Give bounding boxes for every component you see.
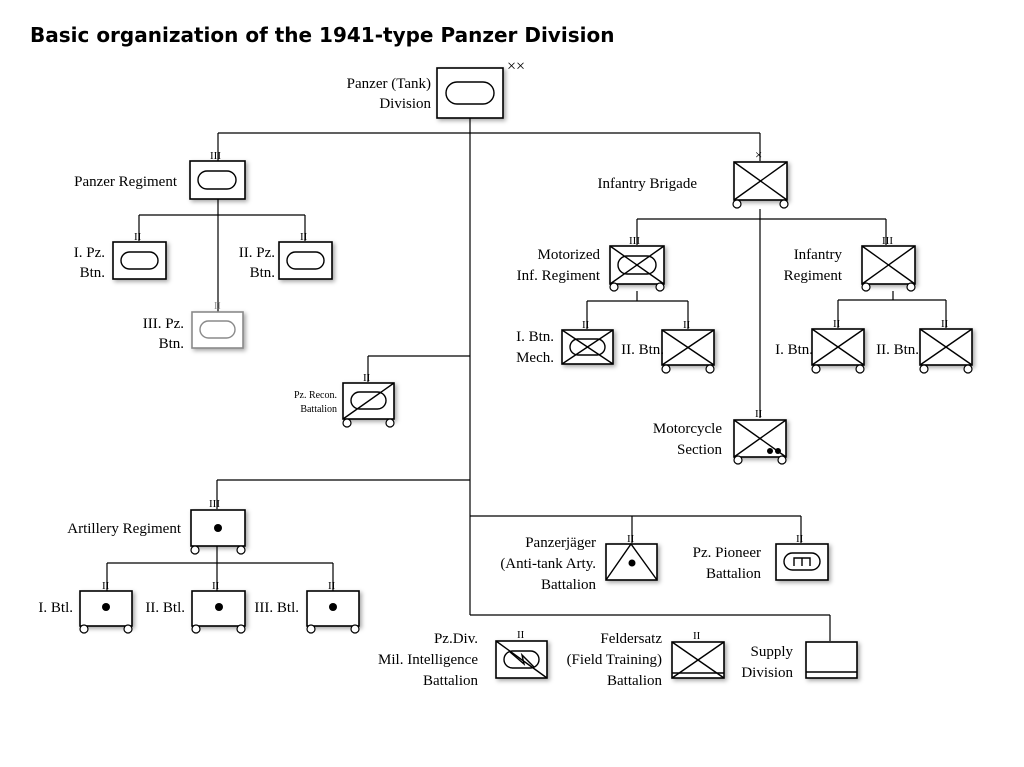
unit-label: Section xyxy=(677,442,722,458)
unit-label: Motorized xyxy=(538,247,601,263)
echelon-mark: II xyxy=(582,319,590,331)
unit-panzer-regiment: III Panzer Regiment xyxy=(74,150,246,200)
unit-label: Division xyxy=(379,96,431,112)
unit-mot-btn-2: II II. Btn. xyxy=(621,319,715,374)
unit-label: Pz.Div. xyxy=(434,631,478,647)
echelon-mark: III xyxy=(209,498,220,510)
unit-art-btl-1: II I. Btl. xyxy=(38,580,133,634)
unit-motorized-inf-regiment: III Motorized Inf. Regiment xyxy=(517,235,665,292)
unit-label: Panzer (Tank) xyxy=(347,76,431,92)
unit-pioneer-battalion: II Pz. Pioneer Battalion xyxy=(693,533,829,582)
unit-label: I. Btl. xyxy=(38,600,73,616)
unit-mot-btn-1: II I. Btn. Mech. xyxy=(516,319,614,366)
echelon-mark: II xyxy=(755,408,763,420)
echelon-mark: II xyxy=(212,580,220,592)
echelon-mark: II xyxy=(300,231,308,243)
echelon-mark: II xyxy=(627,533,635,545)
unit-label: Panzer Regiment xyxy=(74,174,178,190)
unit-label: Btn. xyxy=(250,265,275,281)
echelon-mark: ×× xyxy=(507,58,525,75)
unit-label: (Anti-tank Arty. xyxy=(500,556,596,572)
unit-label: Battalion xyxy=(541,577,596,593)
unit-label: II. Btn. xyxy=(621,342,664,358)
echelon-mark: II xyxy=(683,319,691,331)
unit-label: Supply xyxy=(750,644,793,660)
echelon-mark: II xyxy=(517,629,525,641)
unit-intelligence-battalion: II Pz.Div. Mil. Intelligence Battalion xyxy=(378,629,548,689)
unit-recon-battalion: II Pz. Recon. Battalion xyxy=(294,372,395,428)
unit-label: I. Btn. xyxy=(516,329,554,345)
unit-motorcycle-section: II Motorcycle Section xyxy=(653,408,787,465)
unit-label: I. Btn. xyxy=(775,342,813,358)
chart-title: Basic organization of the 1941-type Panz… xyxy=(30,23,614,47)
unit-feldersatz-battalion: II Feldersatz (Field Training) Battalion xyxy=(567,630,725,689)
echelon-mark: × xyxy=(755,147,762,162)
unit-panzer-division: ×× Panzer (Tank) Division xyxy=(347,58,525,119)
unit-infantry-regiment: III Infantry Regiment xyxy=(784,235,916,292)
echelon-mark: II xyxy=(134,231,142,243)
unit-label: Infantry xyxy=(794,247,843,263)
unit-label: II. Btn. xyxy=(876,342,919,358)
echelon-mark: II xyxy=(693,630,701,642)
echelon-mark: II xyxy=(102,580,110,592)
unit-label: Mil. Intelligence xyxy=(378,652,478,668)
unit-label: Btn. xyxy=(80,265,105,281)
unit-label: Btn. xyxy=(159,336,184,352)
unit-label: Infantry Brigade xyxy=(597,176,697,192)
echelon-mark: II xyxy=(328,580,336,592)
unit-label: Battalion xyxy=(423,673,478,689)
unit-supply-division: Supply Division xyxy=(741,641,858,681)
unit-label: Artillery Regiment xyxy=(67,521,182,537)
unit-label: I. Pz. xyxy=(74,245,105,261)
unit-artillery-regiment: III Artillery Regiment xyxy=(67,498,246,555)
unit-label: Motorcycle xyxy=(653,421,722,437)
echelon-mark: III xyxy=(629,235,640,247)
connector-lines xyxy=(106,118,947,641)
unit-label: Regiment xyxy=(784,268,843,284)
unit-label: III. Pz. xyxy=(143,316,184,332)
unit-label: Feldersatz xyxy=(600,631,662,647)
echelon-mark: II xyxy=(796,533,804,545)
unit-pz-btn-3: II III. Pz. Btn. xyxy=(143,301,244,352)
unit-infantry-brigade: × Infantry Brigade xyxy=(597,147,789,209)
unit-pz-btn-1: II I. Pz. Btn. xyxy=(74,231,167,281)
echelon-mark: III xyxy=(882,235,893,247)
echelon-mark: II xyxy=(941,318,949,330)
unit-label: Battalion xyxy=(607,673,662,689)
unit-art-btl-3: II III. Btl. xyxy=(254,580,360,634)
unit-pz-btn-2: II II. Pz. Btn. xyxy=(239,231,333,281)
unit-label: (Field Training) xyxy=(567,652,662,668)
unit-label: II. Pz. xyxy=(239,245,275,261)
unit-label: Pz. Recon. xyxy=(294,390,337,401)
unit-label: Battalion xyxy=(706,566,761,582)
echelon-mark: II xyxy=(833,318,841,330)
echelon-mark: III xyxy=(210,150,221,162)
unit-label: Mech. xyxy=(516,350,554,366)
unit-label: Division xyxy=(741,665,793,681)
unit-label: Pz. Pioneer xyxy=(693,545,761,561)
echelon-mark: II xyxy=(214,301,221,312)
unit-inf-btn-1: II I. Btn. xyxy=(775,318,865,374)
unit-label: Panzerjäger xyxy=(525,535,596,551)
unit-label: II. Btl. xyxy=(145,600,185,616)
unit-label: III. Btl. xyxy=(254,600,299,616)
unit-inf-btn-2: II II. Btn. xyxy=(876,318,973,374)
unit-label: Inf. Regiment xyxy=(517,268,601,284)
unit-label: Battalion xyxy=(300,404,337,415)
unit-art-btl-2: II II. Btl. xyxy=(145,580,246,634)
echelon-mark: II xyxy=(363,372,371,384)
unit-panzerjager-battalion: II Panzerjäger (Anti-tank Arty. Battalio… xyxy=(500,533,658,593)
